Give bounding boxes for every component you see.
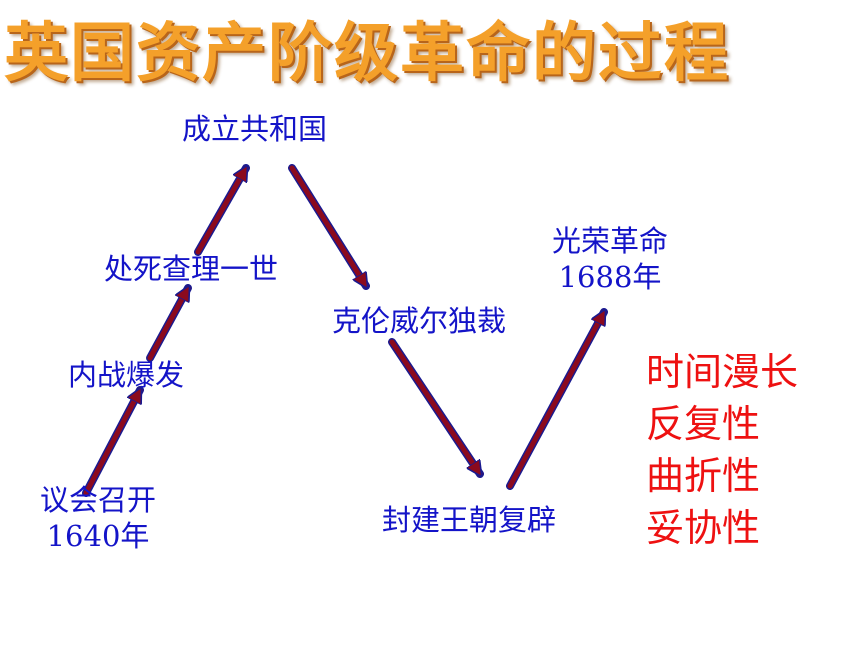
node-republic: 成立共和国 [182, 112, 328, 146]
traits-list: 时间漫长 反复性 曲折性 妥协性 [646, 346, 798, 554]
page-title: 英国资产阶级革命的过程 [4, 17, 730, 91]
node-glorious-revolution: 光荣革命 1688年 [540, 223, 680, 295]
arrow-restoration-to-glorious [506, 312, 608, 490]
node-restoration: 封建王朝复辟 [382, 503, 557, 537]
node-civil-war: 内战爆发 [68, 358, 185, 392]
trait-item: 曲折性 [646, 454, 761, 498]
node-execution: 处死查理一世 [104, 252, 279, 286]
trait-item: 反复性 [646, 402, 761, 446]
node-parliament-label: 议会召开 [39, 483, 156, 517]
trait-item: 时间漫长 [646, 350, 799, 394]
arrow-civil-war-to-execution [146, 288, 192, 362]
node-glorious-year: 1688年 [558, 260, 662, 294]
node-parliament: 议会召开 1640年 [30, 482, 166, 554]
arrow-execution-to-republic [194, 168, 250, 256]
arrow-dictatorship-to-restoration [388, 338, 484, 474]
node-glorious-label: 光荣革命 [551, 224, 668, 258]
trait-item: 妥协性 [646, 506, 761, 550]
node-dictatorship: 克伦威尔独裁 [332, 304, 507, 338]
node-parliament-year: 1640年 [46, 519, 150, 553]
arrow-parliament-to-civil-war [82, 390, 144, 497]
arrow-republic-to-dictatorship [288, 164, 370, 286]
